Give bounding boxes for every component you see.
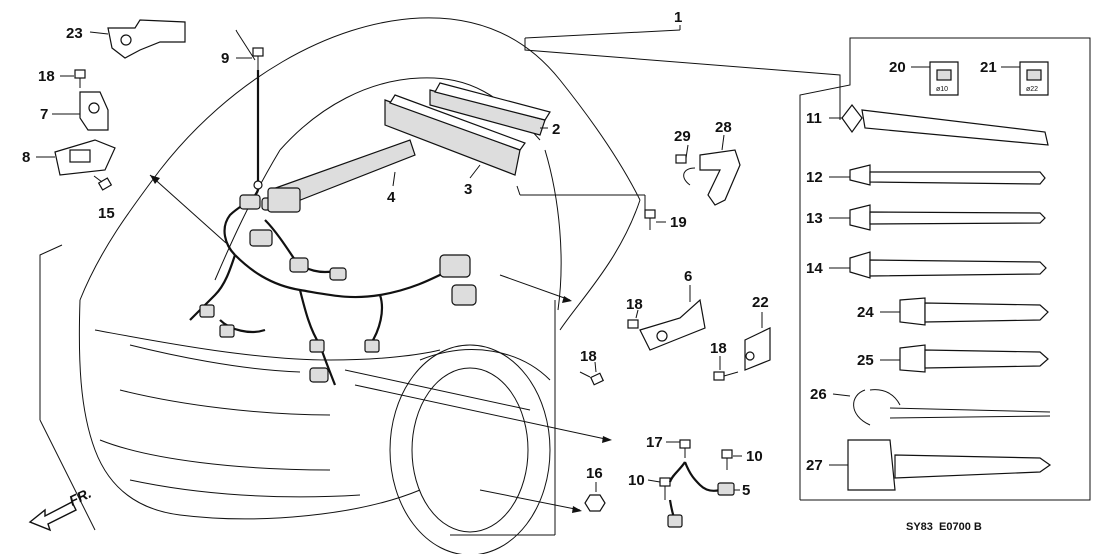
callout-2: 2: [552, 121, 560, 138]
callout-28: 28: [715, 119, 732, 136]
callout-18-b: 18: [626, 296, 643, 313]
callout-1: 1: [674, 9, 682, 26]
callout-17: 17: [646, 434, 663, 451]
callout-10-b: 10: [628, 472, 645, 489]
cable-ties: [841, 104, 1052, 491]
sub-harness: [667, 461, 735, 528]
callout-22: 22: [752, 294, 769, 311]
car-body-outline: [78, 17, 641, 554]
callout-11: 11: [806, 110, 822, 127]
callout-5: 5: [742, 482, 750, 499]
callout-15: 15: [98, 205, 115, 222]
callout-21: 21: [980, 59, 997, 76]
engine-wire-harness: [189, 70, 477, 386]
callout-18-c: 18: [580, 348, 597, 365]
callout-8: 8: [22, 149, 30, 166]
diagram-code: SY83 E0700 B: [906, 521, 982, 533]
callout-29: 29: [674, 128, 691, 145]
callout-19: 19: [670, 214, 687, 231]
callout-18-d: 18: [710, 340, 727, 357]
callout-26: 26: [810, 386, 827, 403]
callout-25: 25: [857, 352, 874, 369]
callout-23: 23: [66, 25, 83, 42]
callout-14: 14: [806, 260, 823, 277]
front-direction-label: FR.: [67, 485, 94, 509]
clip-diameter-22: ø22: [1026, 86, 1038, 93]
leader-lines: [149, 29, 646, 513]
callout-ticks: [36, 25, 1020, 492]
callout-4: 4: [387, 189, 396, 206]
callout-16: 16: [586, 465, 603, 482]
callout-20: 20: [889, 59, 906, 76]
callout-24: 24: [857, 304, 874, 321]
brackets: [54, 19, 771, 371]
main-frame: [39, 29, 1091, 536]
bolts: [74, 47, 739, 512]
callout-18-a: 18: [38, 68, 55, 85]
callout-labels: 23 9 18 7 8 15 4 3 2 1 29 28 19 6 18 22 …: [22, 9, 1038, 533]
clip-diameter-10: ø10: [936, 86, 948, 93]
callout-13: 13: [806, 210, 823, 227]
front-direction-arrow: [28, 501, 77, 532]
callout-7: 7: [40, 106, 48, 123]
clips-top: [929, 61, 1049, 96]
callout-6: 6: [684, 268, 692, 285]
connector-holders: [267, 82, 551, 213]
callout-3: 3: [464, 181, 472, 198]
callout-9: 9: [221, 50, 229, 67]
callout-27: 27: [806, 457, 823, 474]
callout-10-a: 10: [746, 448, 763, 465]
callout-12: 12: [806, 169, 823, 186]
